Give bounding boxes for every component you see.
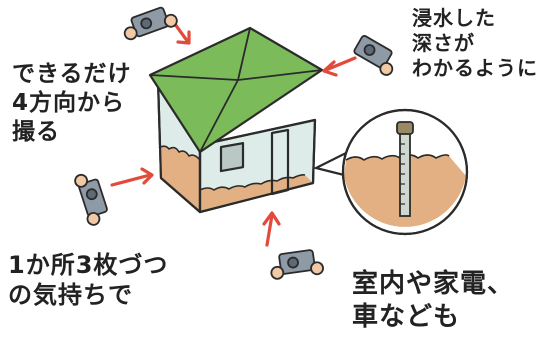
flood-left-wall (159, 146, 200, 212)
arrow-icon (322, 56, 357, 77)
arrow-icon (262, 211, 281, 247)
water-gauge-icon (396, 121, 414, 217)
house-window (219, 142, 245, 173)
note-flood-depth-visible: 浸水した 深さが わかるように (412, 6, 538, 80)
house (148, 26, 324, 214)
camera-icon (74, 173, 108, 226)
camera-icon (353, 35, 394, 76)
note-shoot-four-directions: できるだけ 4方向から 撮る (12, 61, 132, 145)
flood-front-wall (200, 174, 313, 212)
water-gauge-callout (312, 108, 469, 236)
house-door (270, 128, 290, 196)
note-interior-appliances-cars: 室内や家電、 車なども (352, 269, 515, 332)
arrow-icon (110, 167, 154, 187)
note-three-shots-per-spot: 1か所3枚づつ の気持ちで (8, 251, 169, 309)
camera-icon (123, 6, 178, 41)
camera-icon (270, 249, 324, 280)
